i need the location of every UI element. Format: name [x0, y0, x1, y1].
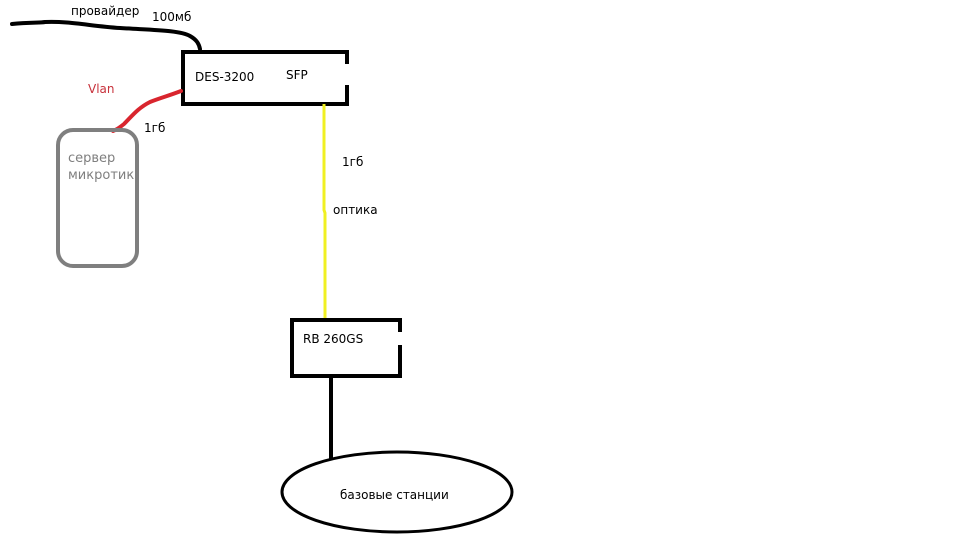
fiber-speed-label: 1гб — [342, 155, 363, 169]
server-label-line2: микротик — [68, 168, 134, 183]
vlan-label: Vlan — [88, 82, 115, 96]
provider-label: провайдер — [71, 4, 139, 18]
router-name: RB 260GS — [303, 332, 363, 346]
provider-cable — [10, 19, 202, 51]
server-label-line1: сервер — [68, 151, 115, 166]
base-stations-ellipse — [280, 450, 514, 534]
fiber-label: оптика — [333, 203, 378, 217]
router-box — [290, 318, 402, 378]
server-box — [56, 128, 139, 268]
switch-box — [181, 50, 349, 106]
base-stations-label: базовые станции — [340, 488, 449, 502]
switch-name: DES-3200 — [195, 70, 254, 84]
switch-sfp-port: SFP — [286, 68, 308, 82]
fiber-cable — [322, 104, 327, 318]
provider-speed-label: 100мб — [152, 10, 191, 24]
vlan-speed-label: 1гб — [144, 121, 165, 135]
